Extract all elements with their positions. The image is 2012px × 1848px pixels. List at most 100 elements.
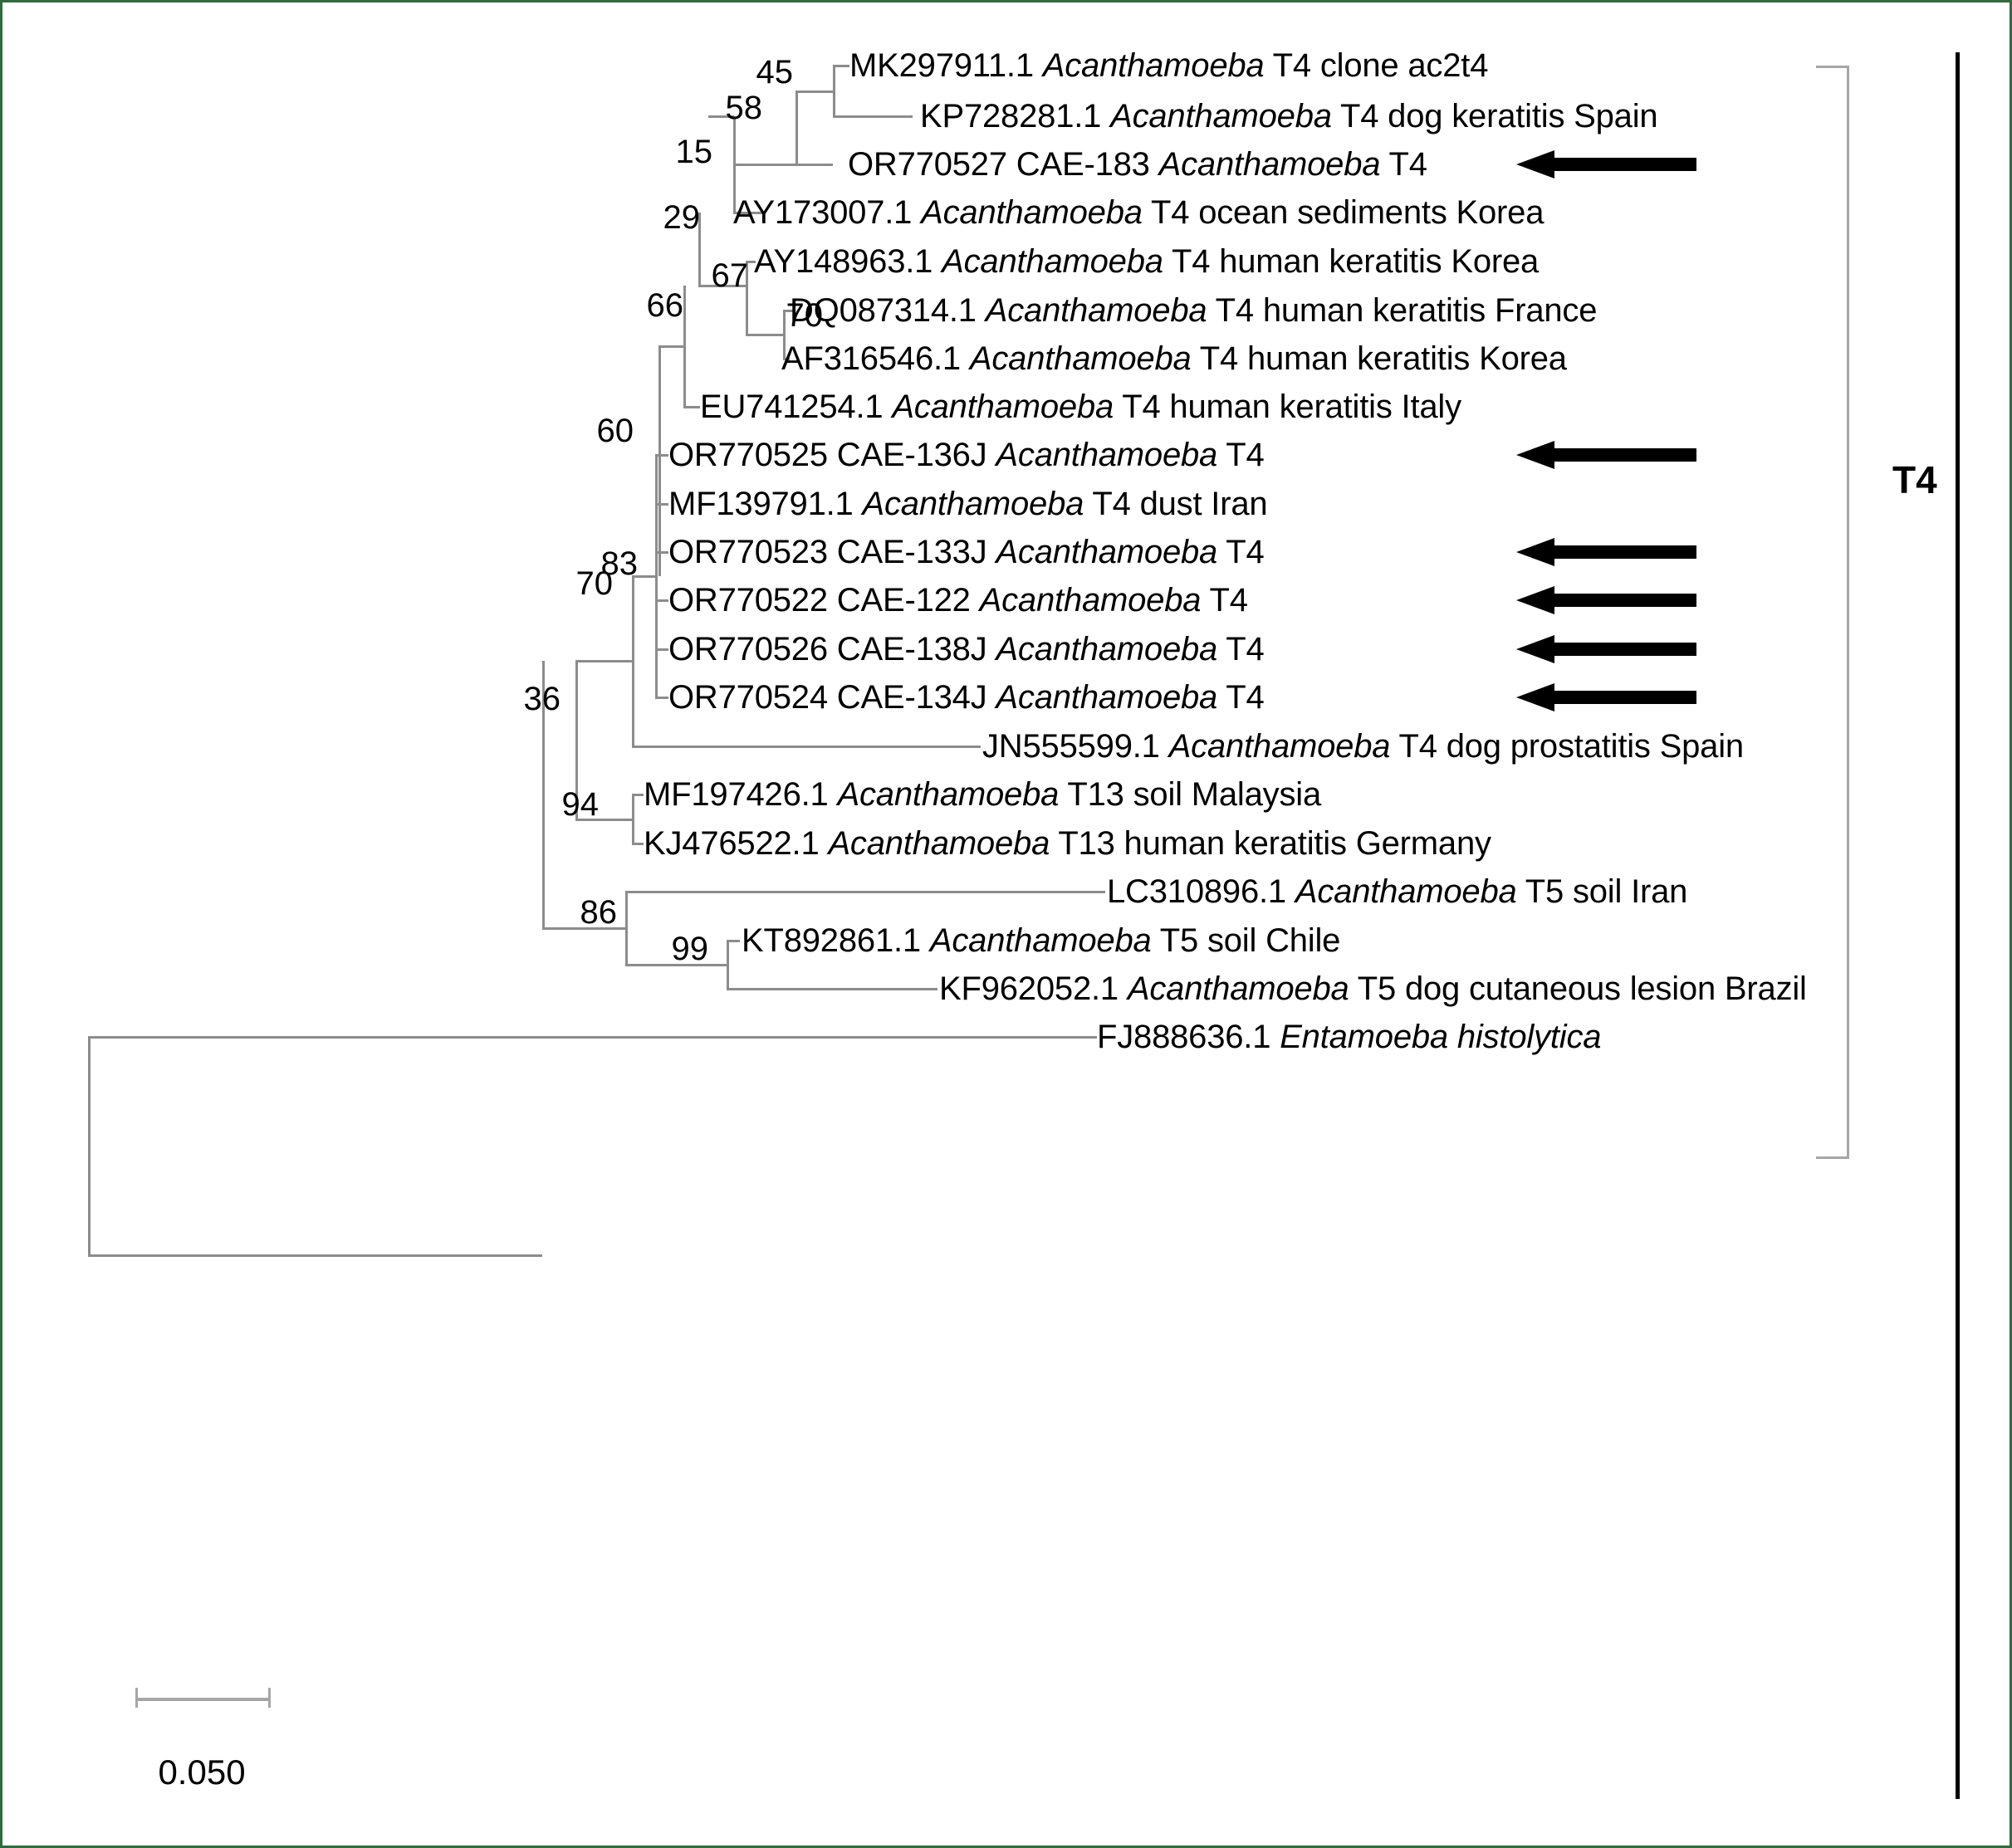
sample-marker-arrow-a4 [1516,586,1696,614]
bootstrap-value-b70b: 70 [575,565,614,602]
bootstrap-value-b86: 86 [580,894,618,931]
tree-branch-vertical [632,576,634,747]
tree-branch-horizontal [698,285,747,287]
tip-label-t3[interactable]: OR770527 CAE-183 Acanthamoeba T4 [848,146,1427,183]
arrow-icon [1516,586,1696,614]
tip-label-t5[interactable]: AY148963.1 Acanthamoeba T4 human keratit… [754,243,1540,280]
sample-marker-arrow-a6 [1516,683,1696,711]
right-black-divider [1956,52,1960,1799]
tree-branch-horizontal [746,334,784,336]
bootstrap-value-b70a: 70 [786,297,824,334]
tree-branch-vertical [625,892,628,966]
tree-branch-horizontal [783,310,793,312]
tip-label-t1[interactable]: MK297911.1 Acanthamoeba T4 clone ac2t4 [849,47,1489,84]
tree-branch-horizontal [632,843,644,845]
tree-branch-horizontal [88,1036,1097,1039]
bootstrap-value-b45: 45 [756,54,794,90]
arrow-icon [1516,635,1696,663]
bootstrap-value-b29: 29 [663,199,701,236]
tree-branch-horizontal [733,164,833,166]
tip-label-t6[interactable]: DQ087314.1 Acanthamoeba T4 human keratit… [790,292,1598,329]
tree-branch-horizontal [655,503,668,506]
tree-branch-horizontal [632,575,656,578]
tip-label-t8[interactable]: EU741254.1 Acanthamoeba T4 human keratit… [700,389,1461,425]
tree-branch-vertical [783,310,786,359]
tree-branch-horizontal [575,819,633,821]
tip-label-t13[interactable]: OR770526 CAE-138J Acanthamoeba T4 [668,631,1265,667]
tree-branch-horizontal [625,964,727,966]
tree-branch-vertical [727,941,729,990]
tip-label-t18[interactable]: LC310896.1 Acanthamoeba T5 soil Iran [1107,873,1688,910]
tree-branch-horizontal [733,212,762,214]
tree-branch-horizontal [727,988,937,990]
tree-branch-horizontal [746,261,756,263]
tip-label-t10[interactable]: MF139791.1 Acanthamoeba T4 dust Iran [668,486,1268,522]
tip-label-t11[interactable]: OR770523 CAE-133J Acanthamoeba T4 [668,534,1265,570]
scale-bar-tick-1 [135,1688,138,1708]
tree-branch-vertical [746,262,748,335]
tip-label-t7[interactable]: AF316546.1 Acanthamoeba T4 human keratit… [781,340,1567,377]
tip-label-t20[interactable]: KF962052.1 Acanthamoeba T5 dog cutaneous… [939,970,1807,1007]
tree-branch-vertical [542,661,545,929]
tree-branch-vertical [658,346,661,576]
tree-branch-horizontal [783,358,790,360]
bootstrap-value-b99: 99 [671,931,709,967]
tree-branch-horizontal [655,648,668,651]
scale-bar-line [135,1698,268,1701]
scale-bar-tick-2 [268,1688,271,1708]
bootstrap-value-b60: 60 [596,413,634,449]
tip-label-t19[interactable]: KT892861.1 Acanthamoeba T5 soil Chile [742,922,1341,959]
sample-marker-arrow-a2 [1516,441,1696,469]
tree-branch-horizontal [655,454,668,457]
tree-branch-horizontal [727,940,740,942]
arrow-icon [1516,441,1696,469]
tip-label-t9[interactable]: OR770525 CAE-136J Acanthamoeba T4 [668,437,1265,473]
arrow-icon [1516,150,1696,178]
tree-branch-horizontal [655,697,668,699]
bootstrap-value-b83: 83 [600,545,639,582]
clade-bracket-t4 [1816,66,1849,1159]
clade-label-t4: T4 [1892,457,1937,501]
tip-label-t21[interactable]: FJ888636.1 Entamoeba histolytica [1097,1019,1602,1055]
tree-branch-horizontal [833,65,849,67]
tree-branch-vertical [795,91,798,165]
tip-label-t12[interactable]: OR770522 CAE-122 Acanthamoeba T4 [668,582,1248,618]
tip-label-t4[interactable]: AY173007.1 Acanthamoeba T4 ocean sedimen… [733,194,1544,231]
tip-label-t14[interactable]: OR770524 CAE-134J Acanthamoeba T4 [668,679,1265,716]
bootstrap-value-b36: 36 [523,681,561,717]
scale-bar-label: 0.050 [158,1753,246,1792]
tree-branch-vertical [683,286,686,408]
arrow-icon [1516,538,1696,566]
tree-branch-vertical [833,66,835,117]
tree-branch-horizontal [658,345,684,348]
tree-branch-vertical [698,213,701,286]
tip-label-t17[interactable]: KJ476522.1 Acanthamoeba T13 human kerati… [644,825,1491,862]
tree-branch-horizontal [632,794,644,796]
tree-branch-horizontal [833,115,913,118]
tree-branch-horizontal [708,115,734,118]
bootstrap-value-b67: 67 [711,257,749,294]
bootstrap-value-b94: 94 [561,786,600,823]
bootstrap-value-b66: 66 [646,287,684,324]
tip-label-t15[interactable]: JN555599.1 Acanthamoeba T4 dog prostatit… [982,728,1744,765]
tree-branch-horizontal [575,660,633,662]
tree-branch-vertical [733,116,736,213]
tip-label-t2[interactable]: KP728281.1 Acanthamoeba T4 dog keratitis… [920,98,1658,134]
tree-branch-horizontal [88,1254,542,1257]
sample-marker-arrow-a5 [1516,635,1696,663]
tip-label-t16[interactable]: MF197426.1 Acanthamoeba T13 soil Malaysi… [644,776,1321,813]
bootstrap-value-b15: 15 [675,134,713,170]
tree-branch-vertical [655,455,658,698]
tree-branch-horizontal [625,891,1105,893]
tree-branch-horizontal [542,927,626,930]
tree-branch-horizontal [632,746,981,748]
tree-branch-horizontal [683,406,700,408]
sample-marker-arrow-a3 [1516,538,1696,566]
bootstrap-value-b58: 58 [725,90,763,126]
tree-branch-vertical [88,1037,91,1256]
tree-branch-horizontal [655,599,668,602]
tree-branch-vertical [575,661,578,819]
tree-branch-vertical [632,794,634,844]
